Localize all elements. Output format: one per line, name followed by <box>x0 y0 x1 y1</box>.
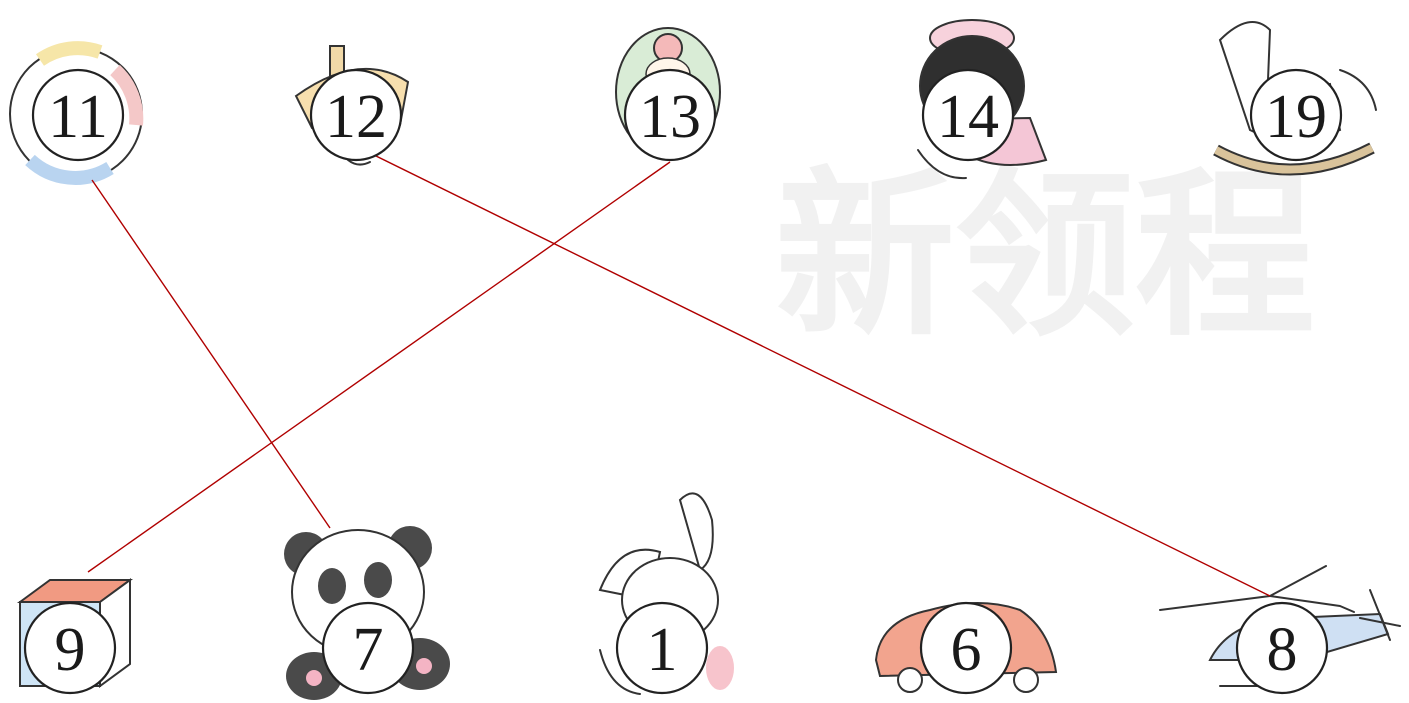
number-circle <box>921 68 1015 162</box>
number-badge-8[interactable]: 8 <box>1235 601 1329 695</box>
number-label: 6 <box>951 616 982 684</box>
number-circle <box>615 601 709 695</box>
connection-line-13-to-9 <box>87 161 671 573</box>
connection-line-11-to-7 <box>91 179 331 529</box>
number-label: 1 <box>647 616 678 684</box>
number-badge-6[interactable]: 6 <box>919 601 1013 695</box>
number-circle <box>321 601 415 695</box>
number-circle <box>23 601 117 695</box>
number-circle <box>1249 68 1343 162</box>
number-label: 13 <box>639 83 701 151</box>
number-label: 8 <box>1267 616 1298 684</box>
number-badge-7[interactable]: 7 <box>321 601 415 695</box>
number-circle <box>31 68 125 162</box>
connection-lines <box>87 154 1271 597</box>
number-badge-13[interactable]: 13 <box>623 68 717 162</box>
number-label: 19 <box>1265 83 1327 151</box>
number-label: 14 <box>937 83 999 151</box>
number-badge-12[interactable]: 12 <box>309 68 403 162</box>
connection-line-12-to-8 <box>373 154 1271 597</box>
number-label: 11 <box>48 83 108 151</box>
number-badge-9[interactable]: 9 <box>23 601 117 695</box>
number-label: 12 <box>325 83 387 151</box>
number-circle <box>919 601 1013 695</box>
number-circle <box>309 68 403 162</box>
number-badge-1[interactable]: 1 <box>615 601 709 695</box>
watermark-text: 新领程 <box>775 152 1315 361</box>
number-badge-11[interactable]: 11 <box>31 68 125 162</box>
number-badge-19[interactable]: 19 <box>1249 68 1343 162</box>
number-badge-14[interactable]: 14 <box>921 68 1015 162</box>
number-label: 9 <box>55 616 86 684</box>
number-label: 7 <box>353 616 384 684</box>
number-circle <box>623 68 717 162</box>
number-circle <box>1235 601 1329 695</box>
number-badges: 11 12 13 14 19 9 7 1 6 8 <box>23 68 1343 695</box>
